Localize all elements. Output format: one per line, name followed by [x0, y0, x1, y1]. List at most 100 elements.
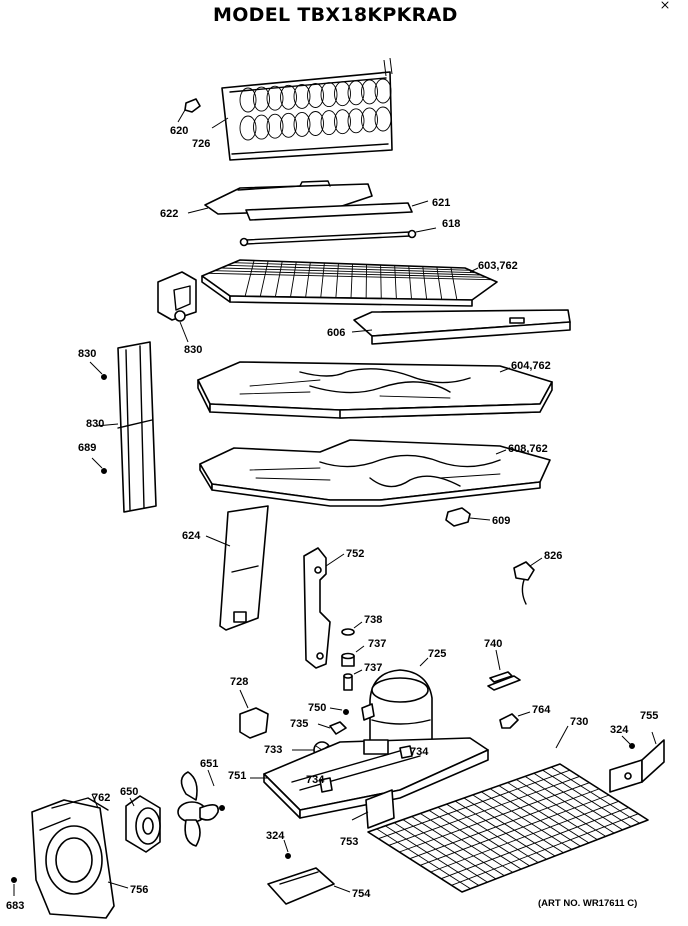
- corner-mark: [661, 1, 669, 9]
- label-324-a: 324: [610, 724, 629, 736]
- grommet-738: [341, 621, 363, 636]
- label-740: 740: [484, 638, 503, 650]
- label-826: 826: [544, 550, 563, 562]
- screw-750: [329, 707, 349, 715]
- label-621: 621: [432, 197, 451, 209]
- shelf-wire: [220, 267, 482, 276]
- part-609: [445, 507, 491, 527]
- shelf-wire: [214, 270, 487, 278]
- relay-728: [239, 689, 269, 739]
- label-620: 620: [170, 125, 189, 137]
- heater-618: [239, 227, 437, 247]
- tray-608: [199, 439, 551, 507]
- condenser-tube: [419, 813, 514, 873]
- shelf-wire: [320, 262, 325, 298]
- damper-control-830: [157, 271, 197, 343]
- coil-loop: [280, 112, 297, 138]
- label-764: 764: [532, 704, 551, 716]
- condenser-fin: [430, 800, 620, 873]
- art-number: (ART NO. WR17611 C): [538, 898, 638, 909]
- label-750: 750: [308, 702, 327, 714]
- shelf-603: [201, 259, 498, 307]
- label-737-b: 737: [364, 662, 383, 674]
- coil-loop: [334, 109, 351, 135]
- coil-loop: [239, 115, 257, 141]
- base-pan-751: [250, 737, 489, 819]
- coil-loop: [347, 108, 365, 134]
- coil-loop: [320, 82, 338, 108]
- condenser-tube: [393, 822, 488, 883]
- label-737-a: 737: [368, 638, 387, 650]
- label-726: 726: [192, 138, 211, 150]
- shelf-grid: [207, 260, 493, 301]
- screw-324b: [283, 839, 291, 859]
- condenser-tube: [507, 782, 598, 841]
- label-734-b: 734: [306, 774, 325, 786]
- label-756: 756: [130, 884, 149, 896]
- label-608-762: 608,762: [508, 443, 548, 455]
- part-753: [351, 789, 395, 829]
- duct-624: [205, 505, 269, 631]
- label-624: 624: [182, 530, 201, 542]
- shelf-wire: [436, 266, 443, 300]
- label-689: 689: [78, 442, 97, 454]
- label-830-b: 830: [184, 344, 203, 356]
- shelf-wire: [394, 265, 397, 300]
- part-754: [267, 867, 351, 905]
- condenser-tube: [524, 775, 615, 834]
- tray-604: [197, 361, 553, 419]
- condenser-tube: [437, 806, 531, 867]
- label-609: 609: [492, 515, 511, 527]
- condenser-tube: [515, 779, 607, 837]
- label-754: 754: [352, 888, 371, 900]
- label-650: 650: [120, 786, 139, 798]
- shelf-wire: [274, 261, 283, 298]
- label-733: 733: [264, 744, 283, 756]
- shelf-wire: [350, 263, 353, 299]
- screw-830: [89, 361, 107, 380]
- compressor-725: [361, 657, 433, 753]
- condenser-fin: [409, 788, 600, 860]
- label-622: 622: [160, 208, 179, 220]
- condenser-tube: [542, 769, 632, 827]
- rail-621: [245, 200, 429, 221]
- label-762: 762: [92, 792, 111, 804]
- part-764: [499, 711, 531, 729]
- condenser-tube: [550, 766, 640, 824]
- condenser-tube: [376, 828, 471, 890]
- tube-740: [487, 649, 521, 691]
- fan-blade-651: [177, 769, 225, 847]
- label-830-a: 830: [78, 348, 97, 360]
- coil-loop: [239, 87, 257, 113]
- label-728: 728: [230, 676, 249, 688]
- condenser-tube: [446, 803, 539, 863]
- shelf-wire: [290, 261, 297, 298]
- bracket-752: [303, 547, 345, 669]
- condenser-fin: [419, 794, 610, 866]
- coil-loop: [280, 84, 297, 110]
- clip-735: [317, 721, 347, 735]
- coil-loop: [374, 78, 392, 104]
- condenser-tube: [489, 788, 581, 847]
- coil-loop: [374, 106, 392, 132]
- label-734-a: 734: [410, 746, 429, 758]
- coil-loop: [347, 80, 365, 106]
- duct-830: [95, 341, 157, 513]
- condenser-tube: [472, 794, 564, 854]
- coil-loop: [334, 81, 351, 107]
- label-618: 618: [442, 218, 461, 230]
- page-title: MODEL TBX18KPKRAD: [213, 4, 458, 26]
- part-734: [319, 745, 413, 793]
- label-324-b: 324: [266, 830, 285, 842]
- shelf-wire: [226, 264, 477, 274]
- part-826: [513, 557, 543, 605]
- label-683: 683: [6, 900, 25, 912]
- motor-650: [125, 795, 161, 853]
- bracket-755: [609, 731, 665, 793]
- shelf-wire: [380, 264, 382, 299]
- coil-loop: [361, 79, 378, 105]
- condenser-fin: [440, 807, 629, 880]
- shelf-wire: [450, 267, 458, 301]
- shelf-wire: [335, 263, 339, 299]
